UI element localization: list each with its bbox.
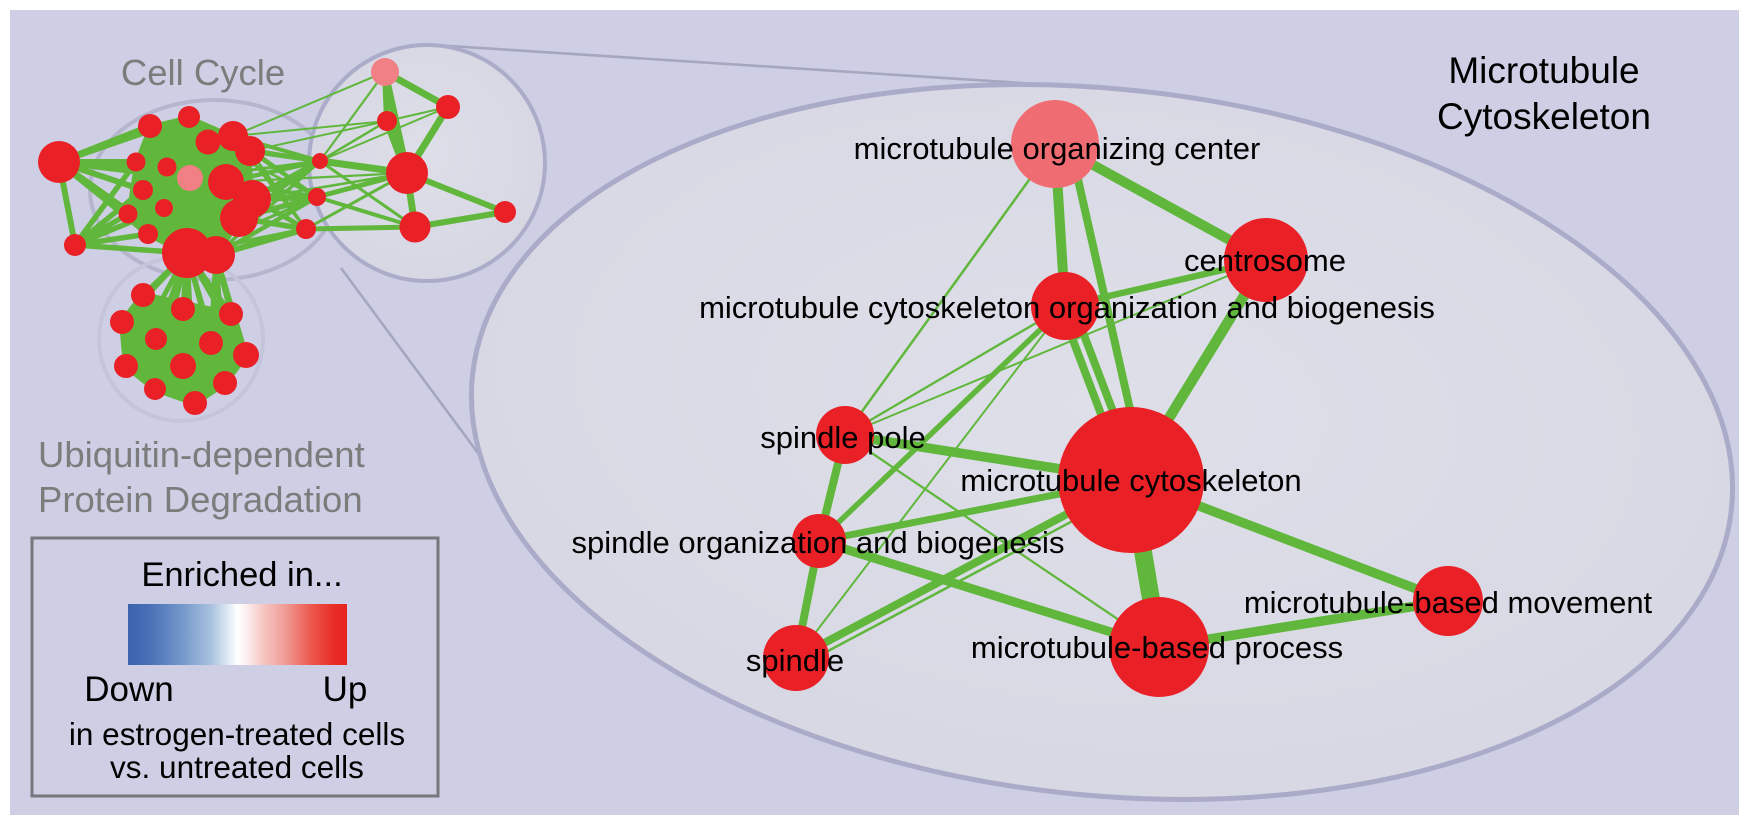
svg-text:spindle pole: spindle pole <box>760 420 925 455</box>
svg-text:microtubule-based movement: microtubule-based movement <box>1244 585 1653 620</box>
svg-text:spindle: spindle <box>746 643 844 678</box>
svg-text:microtubule cytoskeleton organ: microtubule cytoskeleton organization an… <box>699 290 1435 325</box>
svg-text:microtubule cytoskeleton: microtubule cytoskeleton <box>960 463 1301 498</box>
svg-text:Ubiquitin-dependent: Ubiquitin-dependent <box>38 434 365 475</box>
svg-text:Up: Up <box>323 670 368 709</box>
svg-text:Protein Degradation: Protein Degradation <box>38 479 363 520</box>
svg-text:in estrogen-treated cells: in estrogen-treated cells <box>69 716 405 752</box>
svg-text:Cytoskeleton: Cytoskeleton <box>1437 96 1651 137</box>
svg-text:Down: Down <box>84 670 173 709</box>
svg-text:Cell Cycle: Cell Cycle <box>121 52 285 93</box>
svg-text:centrosome: centrosome <box>1184 243 1346 278</box>
svg-text:Enriched in...: Enriched in... <box>141 556 342 594</box>
svg-text:microtubule organizing center: microtubule organizing center <box>854 131 1261 166</box>
svg-text:microtubule-based process: microtubule-based process <box>971 630 1343 665</box>
svg-text:vs. untreated cells: vs. untreated cells <box>110 749 364 785</box>
svg-text:spindle organization and bioge: spindle organization and biogenesis <box>572 525 1065 560</box>
svg-text:Microtubule: Microtubule <box>1448 50 1639 91</box>
